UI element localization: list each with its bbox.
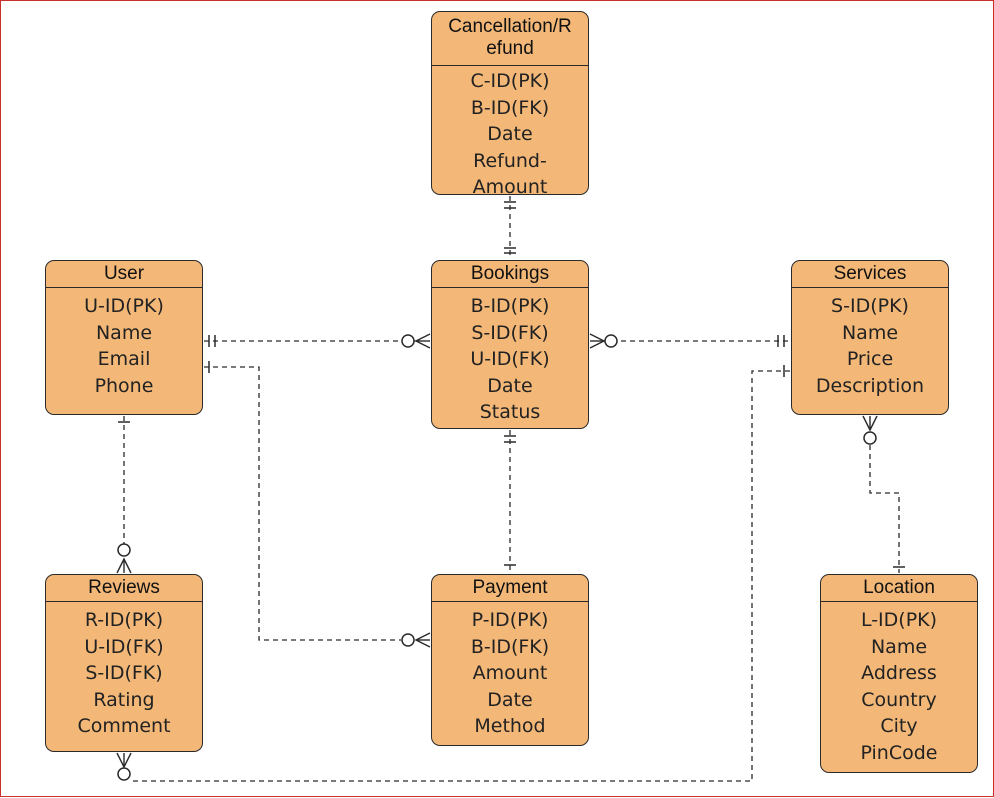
attribute: City [880, 715, 918, 737]
attribute: Method [474, 715, 546, 737]
entity-title: Cancellation/R efund [432, 12, 588, 66]
attribute: B-ID(PK) [470, 295, 550, 317]
crow-foot-marker [116, 557, 132, 574]
entity-location[interactable]: Location L-ID(PK) Name Address Country C… [820, 574, 978, 773]
entity-attributes: S-ID(PK) Name Price Description [792, 288, 948, 399]
entity-attributes: L-ID(PK) Name Address Country City PinCo… [821, 602, 977, 766]
attribute: Status [479, 401, 541, 423]
attribute: Name [841, 321, 899, 344]
entity-cancellation-refund[interactable]: Cancellation/R efund C-ID(PK) B-ID(FK) D… [431, 11, 589, 195]
entity-reviews[interactable]: Reviews R-ID(PK) U-ID(FK) S-ID(FK) Ratin… [45, 574, 203, 752]
attribute: Country [861, 688, 937, 711]
relationship-line [869, 445, 900, 573]
zero-circle-marker [604, 334, 618, 348]
entity-attributes: B-ID(PK) S-ID(FK) U-ID(FK) Date Status [432, 288, 588, 426]
attribute: Phone [94, 374, 154, 397]
attribute: L-ID(PK) [860, 609, 938, 631]
attribute: Date [487, 123, 533, 145]
entity-user[interactable]: User U-ID(PK) Name Email Phone [45, 260, 203, 415]
entity-title: Location [821, 575, 977, 602]
entity-title: Reviews [46, 575, 202, 602]
entity-services[interactable]: Services S-ID(PK) Name Price Description [791, 260, 949, 415]
attribute: Refund- [473, 149, 547, 172]
entity-attributes: R-ID(PK) U-ID(FK) S-ID(FK) Rating Commen… [46, 602, 202, 740]
entity-title: Services [792, 261, 948, 288]
attribute: Date [487, 688, 533, 711]
zero-circle-marker [401, 334, 415, 348]
attribute: S-ID(PK) [831, 295, 909, 317]
attribute: Name [95, 321, 153, 344]
attribute: Description [815, 374, 925, 397]
attribute: Comment [77, 715, 171, 737]
zero-circle-marker [401, 633, 415, 647]
attribute: Amount [472, 176, 548, 195]
entity-attributes: U-ID(PK) Name Email Phone [46, 288, 202, 399]
attribute: U-ID(PK) [84, 295, 164, 317]
attribute: Email [97, 348, 151, 370]
attribute: B-ID(FK) [470, 96, 550, 119]
attribute: U-ID(FK) [470, 348, 550, 370]
attribute: Name [870, 635, 928, 658]
attribute: S-ID(FK) [471, 321, 549, 344]
entity-attributes: C-ID(PK) B-ID(FK) Date Refund- Amount [432, 66, 588, 195]
relationship-line [132, 370, 790, 782]
relationship-line [204, 366, 401, 641]
attribute: U-ID(FK) [84, 635, 164, 658]
attribute: Rating [93, 688, 155, 711]
entity-payment[interactable]: Payment P-ID(PK) B-ID(FK) Amount Date Me… [431, 574, 589, 746]
zero-circle-marker [863, 431, 877, 445]
crow-foot-marker [589, 333, 606, 349]
attribute: B-ID(FK) [470, 635, 550, 658]
crow-foot-marker [414, 333, 431, 349]
attribute: C-ID(PK) [470, 70, 550, 92]
attribute: Address [861, 662, 937, 684]
attribute: R-ID(PK) [84, 609, 164, 631]
entity-bookings[interactable]: Bookings B-ID(PK) S-ID(FK) U-ID(FK) Date… [431, 260, 589, 429]
crow-foot-marker [116, 752, 132, 769]
entity-attributes: P-ID(PK) B-ID(FK) Amount Date Method [432, 602, 588, 740]
attribute: Date [487, 374, 533, 397]
attribute: Amount [472, 662, 548, 684]
attribute: Price [846, 348, 894, 370]
zero-circle-marker [117, 767, 131, 781]
crow-foot-marker [414, 632, 431, 648]
attribute: S-ID(FK) [85, 662, 163, 684]
entity-title: User [46, 261, 202, 288]
attribute: PinCode [860, 741, 938, 764]
zero-circle-marker [117, 543, 131, 557]
crow-foot-marker [862, 415, 878, 432]
attribute: P-ID(PK) [471, 609, 549, 631]
entity-title: Bookings [432, 261, 588, 288]
entity-title: Payment [432, 575, 588, 602]
